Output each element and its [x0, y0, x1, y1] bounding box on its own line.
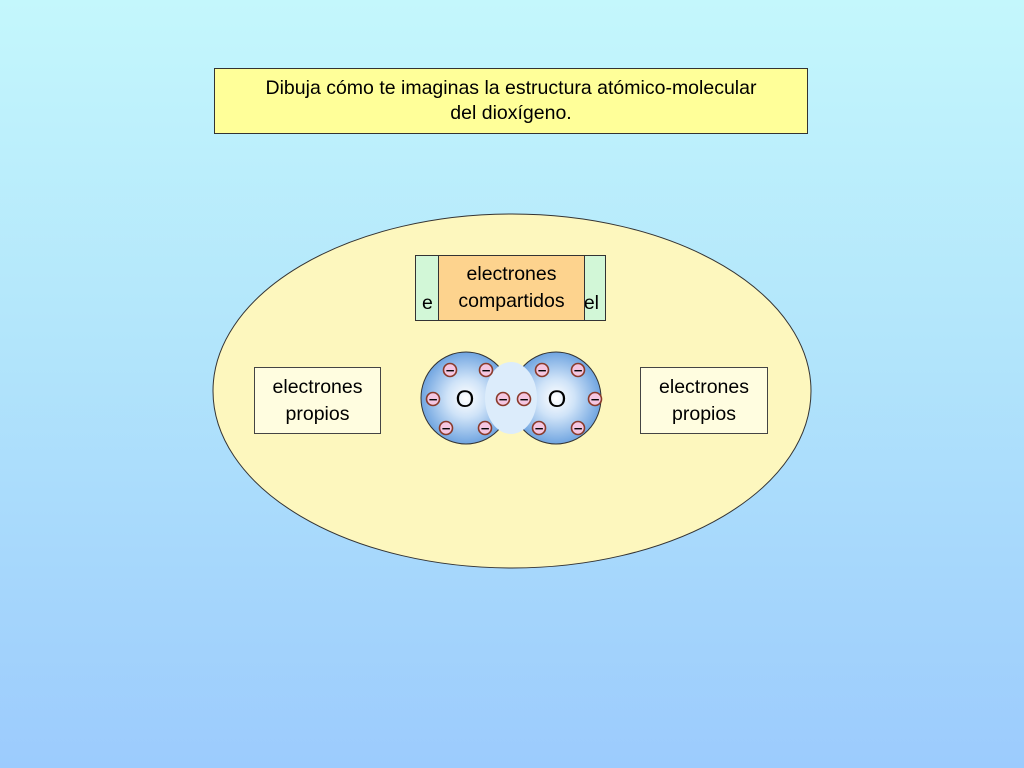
- electron-1: −: [442, 362, 458, 378]
- title-text: Dibuja cómo te imaginas la estructura at…: [266, 76, 757, 126]
- electron-12: −: [570, 420, 586, 436]
- electron-circle: [534, 362, 550, 378]
- electron-circle: [477, 420, 493, 436]
- electron-minus-sign: −: [590, 393, 600, 407]
- electron-10: −: [477, 420, 493, 436]
- electron-group: −−−−−−−−−−−−: [425, 362, 603, 436]
- right-label-line-1: electrones: [659, 375, 749, 398]
- left-label-line-2: propios: [285, 402, 350, 425]
- electron-circle: [570, 362, 586, 378]
- electron-minus-sign: −: [573, 422, 583, 436]
- electron-minus-sign: −: [428, 393, 438, 407]
- electron-3: −: [534, 362, 550, 378]
- electron-6: −: [495, 391, 511, 407]
- electron-circle: [587, 391, 603, 407]
- electron-2: −: [478, 362, 494, 378]
- electron-minus-sign: −: [481, 364, 491, 378]
- electron-minus-sign: −: [519, 393, 529, 407]
- shared-electrons-label: electrones compartidos: [438, 255, 585, 321]
- title-line-2: del dioxígeno.: [450, 102, 572, 124]
- hidden-label-right-fragment: el: [583, 292, 599, 314]
- shared-label-line-1: electrones: [466, 263, 557, 285]
- own-electrons-label-left: electrones propios: [254, 367, 381, 434]
- electron-minus-sign: −: [537, 364, 547, 378]
- electron-circle: [438, 420, 454, 436]
- electron-minus-sign: −: [534, 422, 544, 436]
- electron-circle: [478, 362, 494, 378]
- electron-minus-sign: −: [441, 422, 451, 436]
- electron-8: −: [587, 391, 603, 407]
- electron-11: −: [531, 420, 547, 436]
- electron-9: −: [438, 420, 454, 436]
- own-electrons-label-right: electrones propios: [640, 367, 768, 434]
- atom-symbol-right: O: [548, 386, 567, 413]
- left-label-line-1: electrones: [272, 375, 363, 398]
- electron-minus-sign: −: [573, 364, 583, 378]
- electron-minus-sign: −: [445, 364, 455, 378]
- title-line-1: Dibuja cómo te imaginas la estructura at…: [265, 77, 757, 99]
- electron-circle: [516, 391, 532, 407]
- electron-circle: [442, 362, 458, 378]
- atom-symbol-left: O: [456, 386, 475, 413]
- molecule: O O −−−−−−−−−−−−: [420, 351, 603, 445]
- bond-region: [485, 362, 537, 434]
- electron-circle: [570, 420, 586, 436]
- title-box: Dibuja cómo te imaginas la estructura at…: [214, 68, 808, 134]
- electron-7: −: [516, 391, 532, 407]
- electron-4: −: [570, 362, 586, 378]
- hidden-label-left-fragment: e: [422, 292, 433, 314]
- right-label-line-2: propios: [672, 402, 736, 425]
- electron-circle: [425, 391, 441, 407]
- electron-circle: [495, 391, 511, 407]
- electron-circle: [531, 420, 547, 436]
- electron-5: −: [425, 391, 441, 407]
- shared-label-line-2: compartidos: [458, 290, 565, 312]
- electron-minus-sign: −: [498, 393, 508, 407]
- electron-minus-sign: −: [480, 422, 490, 436]
